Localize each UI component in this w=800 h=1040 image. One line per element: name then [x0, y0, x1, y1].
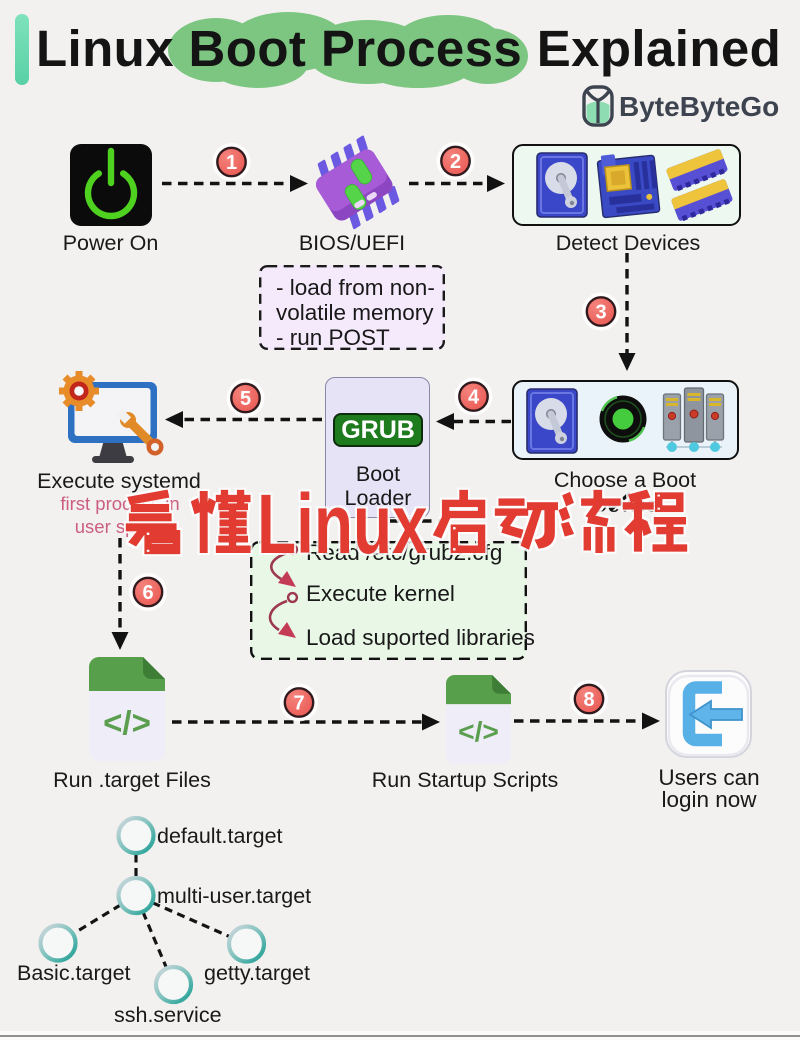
svg-text:2: 2: [450, 151, 461, 173]
svg-text:3: 3: [595, 302, 606, 324]
svg-text:</>: </>: [103, 704, 151, 741]
svg-text:5: 5: [240, 388, 251, 410]
svg-text:ByteByteGo: ByteByteGo: [619, 91, 779, 122]
svg-text:6: 6: [142, 582, 153, 604]
svg-text:</>: </>: [458, 715, 499, 747]
svg-text:Linux: Linux: [257, 486, 428, 558]
svg-text:1: 1: [226, 152, 237, 174]
svg-text:7: 7: [293, 693, 304, 715]
svg-text:4: 4: [468, 387, 480, 409]
svg-text:8: 8: [583, 689, 594, 711]
